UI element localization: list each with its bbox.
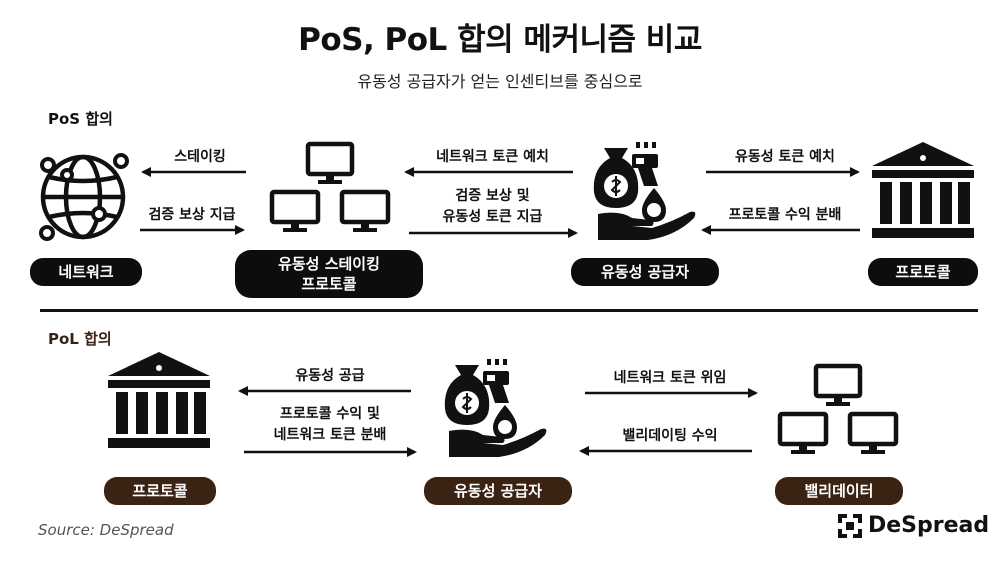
node-staking-protocol-line2: 프로토콜 [301,275,357,293]
pol-node-validator: 밸리데이터 [775,477,903,505]
computers-icon-pol [777,363,899,454]
node-staking-protocol-line1: 유동성 스테이킹 [278,255,380,273]
label-revenue-2: 네트워크 토큰 분배 [273,427,387,443]
node-liquidity-provider: 유동성 공급자 [571,258,719,286]
page-subtitle: 유동성 공급자가 얻는 인센티브를 중심으로 [357,72,643,91]
pol-node-liquidity-provider: 유동성 공급자 [424,477,572,505]
brand-name: DeSpread [868,513,990,538]
label-validation-revenue: 밸리데이팅 수익 [622,428,718,444]
bank-icon [872,142,974,238]
node-staking-protocol: 유동성 스테이킹 프로토콜 [235,250,423,298]
globe-network-icon [39,153,129,241]
label-lp-token-deposit: 유동성 토큰 예치 [735,149,835,165]
label-protocol-revenue: 프로토콜 수익 분배 [728,207,842,223]
page-title: PoS, PoL 합의 메커니즘 비교 [298,22,702,58]
label-reward-and-token-2: 유동성 토큰 지급 [442,209,543,225]
section-divider [40,309,978,312]
label-liquidity-supply: 유동성 공급 [295,368,365,384]
label-token-delegation: 네트워크 토큰 위임 [613,370,727,386]
computers-icon [269,141,391,232]
node-protocol: 프로토콜 [868,258,978,286]
node-network: 네트워크 [30,258,142,286]
label-validation-reward: 검증 보상 지급 [148,207,236,223]
label-staking: 스테이킹 [174,149,226,165]
bank-icon-pol [108,352,210,448]
brand: DeSpread [838,513,989,538]
label-reward-and-token-1: 검증 보상 및 [455,188,530,204]
money-hand-icon [593,142,696,240]
label-network-token-deposit: 네트워크 토큰 예치 [436,149,549,165]
source-caption: Source: DeSpread [38,521,174,539]
label-revenue-1: 프로토콜 수익 및 [280,406,380,422]
pol-node-protocol: 프로토콜 [104,477,216,505]
pol-section-label: PoL 합의 [48,330,112,348]
despread-logo-icon [838,513,862,538]
money-hand-icon-pol [444,359,547,457]
pos-section-label: PoS 합의 [48,110,113,128]
